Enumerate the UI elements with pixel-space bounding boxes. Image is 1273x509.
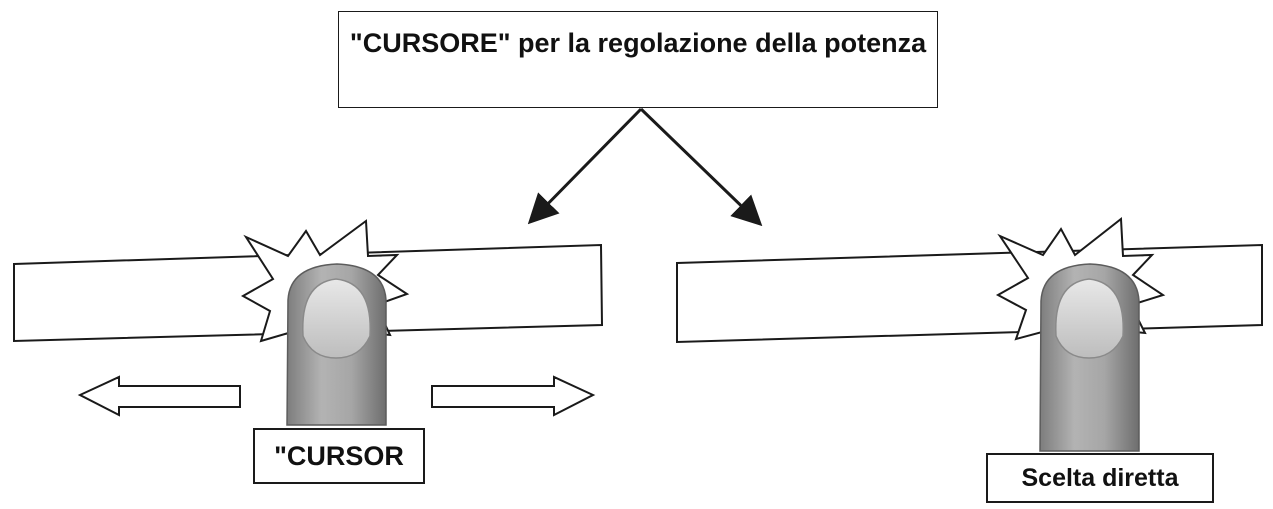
direct-selection-caption: Scelta diretta	[986, 453, 1214, 503]
right-slider-panel	[676, 217, 1263, 452]
left-slider-panel	[13, 219, 604, 426]
left-arrow-icon	[77, 375, 241, 417]
arrow-to-right-slider	[639, 107, 763, 227]
cursor-caption: "CURSOR	[253, 428, 425, 484]
left-finger-icon	[286, 263, 387, 426]
title-callout: "CURSORE" per la regolazione della poten…	[338, 11, 938, 108]
right-arrow-icon	[431, 375, 596, 417]
right-slider-bar[interactable]	[676, 243, 1263, 344]
arrow-to-left-slider	[527, 107, 643, 225]
pointer-arrows	[527, 107, 763, 227]
right-finger-icon	[1039, 263, 1140, 452]
